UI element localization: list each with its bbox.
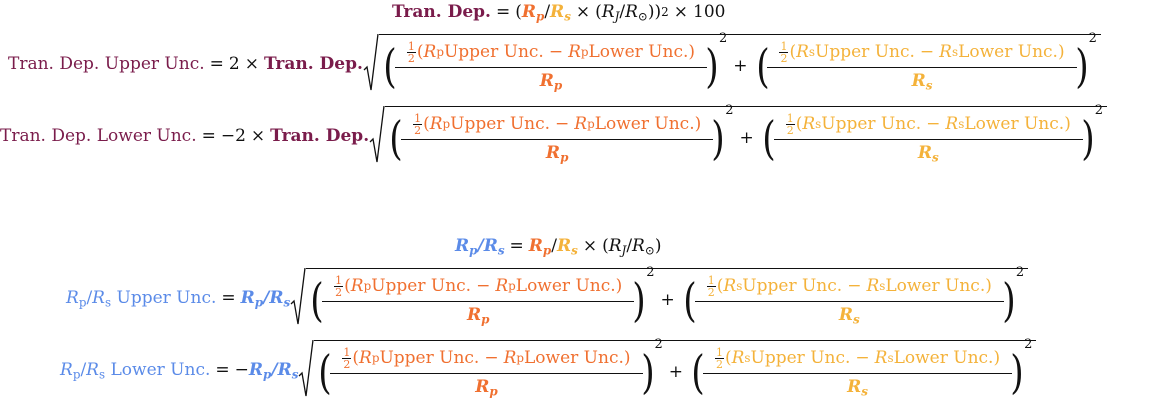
sqrt-sign [363, 34, 379, 91]
rp-symbol: Rp [521, 2, 545, 24]
eq-radius-ratio: Rp/Rs = Rp / Rs × ( RJ / R⊙ ) [455, 236, 662, 258]
eq-transit-depth: Tran. Dep. = ( Rp / Rs × ( RJ / R⊙ ))2 ×… [392, 2, 726, 24]
eq-tran-dep-upper: Tran. Dep. Upper Unc. = 2 × Tran. Dep. (… [8, 32, 1101, 94]
tran-dep-lower-label: Tran. Dep. Lower Unc. [0, 126, 197, 146]
tran-dep-symbol: Tran. Dep. [392, 2, 491, 22]
eq-tran-dep-lower: Tran. Dep. Lower Unc. = −2 × Tran. Dep. … [0, 104, 1108, 166]
sqrt-sign [369, 106, 385, 163]
rj-symbol: RJ [601, 2, 620, 24]
rs-symbol: Rs [550, 2, 571, 24]
ratio-upper-label: Rp/Rs Upper Unc. [66, 288, 217, 310]
ratio-lower-label: Rp/Rs Lower Unc. [60, 360, 211, 382]
tran-dep-upper-label: Tran. Dep. Upper Unc. [8, 54, 205, 74]
rsun-symbol: R⊙ [625, 2, 648, 24]
ratio-symbol: Rp/Rs [455, 236, 505, 258]
sqrt-sign [298, 340, 315, 397]
sqrt-sign [290, 268, 306, 325]
